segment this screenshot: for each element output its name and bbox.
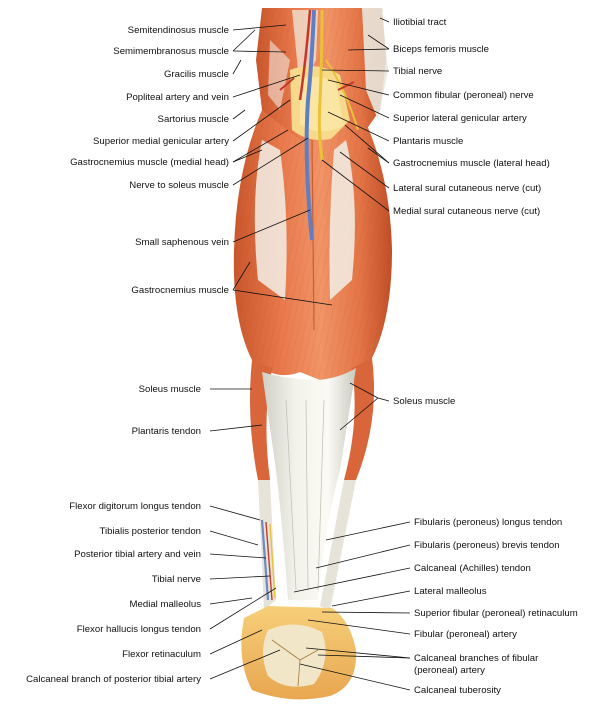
label-calcaneal-branch-posterior-tibial-artery: Calcaneal branch of posterior tibial art… [26,674,201,685]
label-fibularis-brevis-tendon: Fibularis (peroneus) brevis tendon [414,540,560,551]
label-medial-malleolus: Medial malleolus [130,599,202,610]
label-flexor-hallucis-longus-tendon: Flexor hallucis longus tendon [77,624,201,635]
label-calcaneal-branches-fibular-line2: (peroneal) artery [414,665,485,676]
label-semimembranosus: Semimembranosus muscle [113,46,229,57]
label-calcaneal-tuberosity: Calcaneal tuberosity [414,685,501,696]
label-tibialis-posterior-tendon: Tibialis posterior tendon [100,526,202,537]
label-plantaris-muscle: Plantaris muscle [393,136,463,147]
label-tibial-nerve-right: Tibial nerve [393,66,442,77]
left-labels: Semitendinosus muscle Semimembranosus mu… [26,25,229,685]
label-small-saphenous-vein: Small saphenous vein [135,237,229,248]
label-superior-fibular-retinaculum: Superior fibular (peroneal) retinaculum [414,608,578,619]
leader-lines [209,17,411,691]
achilles-tendon [262,368,356,600]
vessels-and-nerves [279,9,359,241]
label-tibial-nerve-left: Tibial nerve [152,574,201,585]
label-soleus-right: Soleus muscle [393,396,455,407]
label-flexor-digitorum-longus-tendon: Flexor digitorum longus tendon [69,501,201,512]
label-soleus-left: Soleus muscle [139,384,201,395]
right-labels: Iliotibial tract Biceps femoris muscle T… [393,17,578,696]
label-calcaneal-achilles-tendon: Calcaneal (Achilles) tendon [414,563,531,574]
label-popliteal-artery-vein: Popliteal artery and vein [126,92,229,103]
label-gracilis: Gracilis muscle [164,69,229,80]
label-flexor-retinaculum: Flexor retinaculum [122,649,201,660]
label-superior-medial-genicular-artery: Superior medial genicular artery [93,136,229,147]
label-medial-sural-cutaneous-nerve: Medial sural cutaneous nerve (cut) [393,206,540,217]
label-sartorius: Sartorius muscle [158,114,229,125]
label-superior-lateral-genicular-artery: Superior lateral genicular artery [393,113,527,124]
label-semitendinosus: Semitendinosus muscle [128,25,229,36]
heel [241,606,357,700]
label-lateral-malleolus: Lateral malleolus [414,586,487,597]
label-gastrocnemius: Gastrocnemius muscle [131,285,229,296]
label-posterior-tibial-artery-vein: Posterior tibial artery and vein [74,549,201,560]
label-fibularis-longus-tendon: Fibularis (peroneus) longus tendon [414,517,562,528]
label-fibular-artery: Fibular (peroneal) artery [414,629,517,640]
ankle-tendons [258,480,356,610]
label-gastrocnemius-lateral-head: Gastrocnemius muscle (lateral head) [393,158,550,169]
label-biceps-femoris: Biceps femoris muscle [393,44,489,55]
label-plantaris-tendon: Plantaris tendon [132,426,201,437]
label-gastrocnemius-medial-head: Gastrocnemius muscle (medial head) [70,157,229,168]
label-lateral-sural-cutaneous-nerve: Lateral sural cutaneous nerve (cut) [393,183,541,194]
label-iliotibial-tract: Iliotibial tract [393,17,447,28]
label-calcaneal-branches-fibular-line1: Calcaneal branches of fibular [414,653,539,664]
gastrocnemius-muscle [233,110,392,381]
label-common-fibular-nerve: Common fibular (peroneal) nerve [393,90,534,101]
label-nerve-to-soleus: Nerve to soleus muscle [129,180,229,191]
